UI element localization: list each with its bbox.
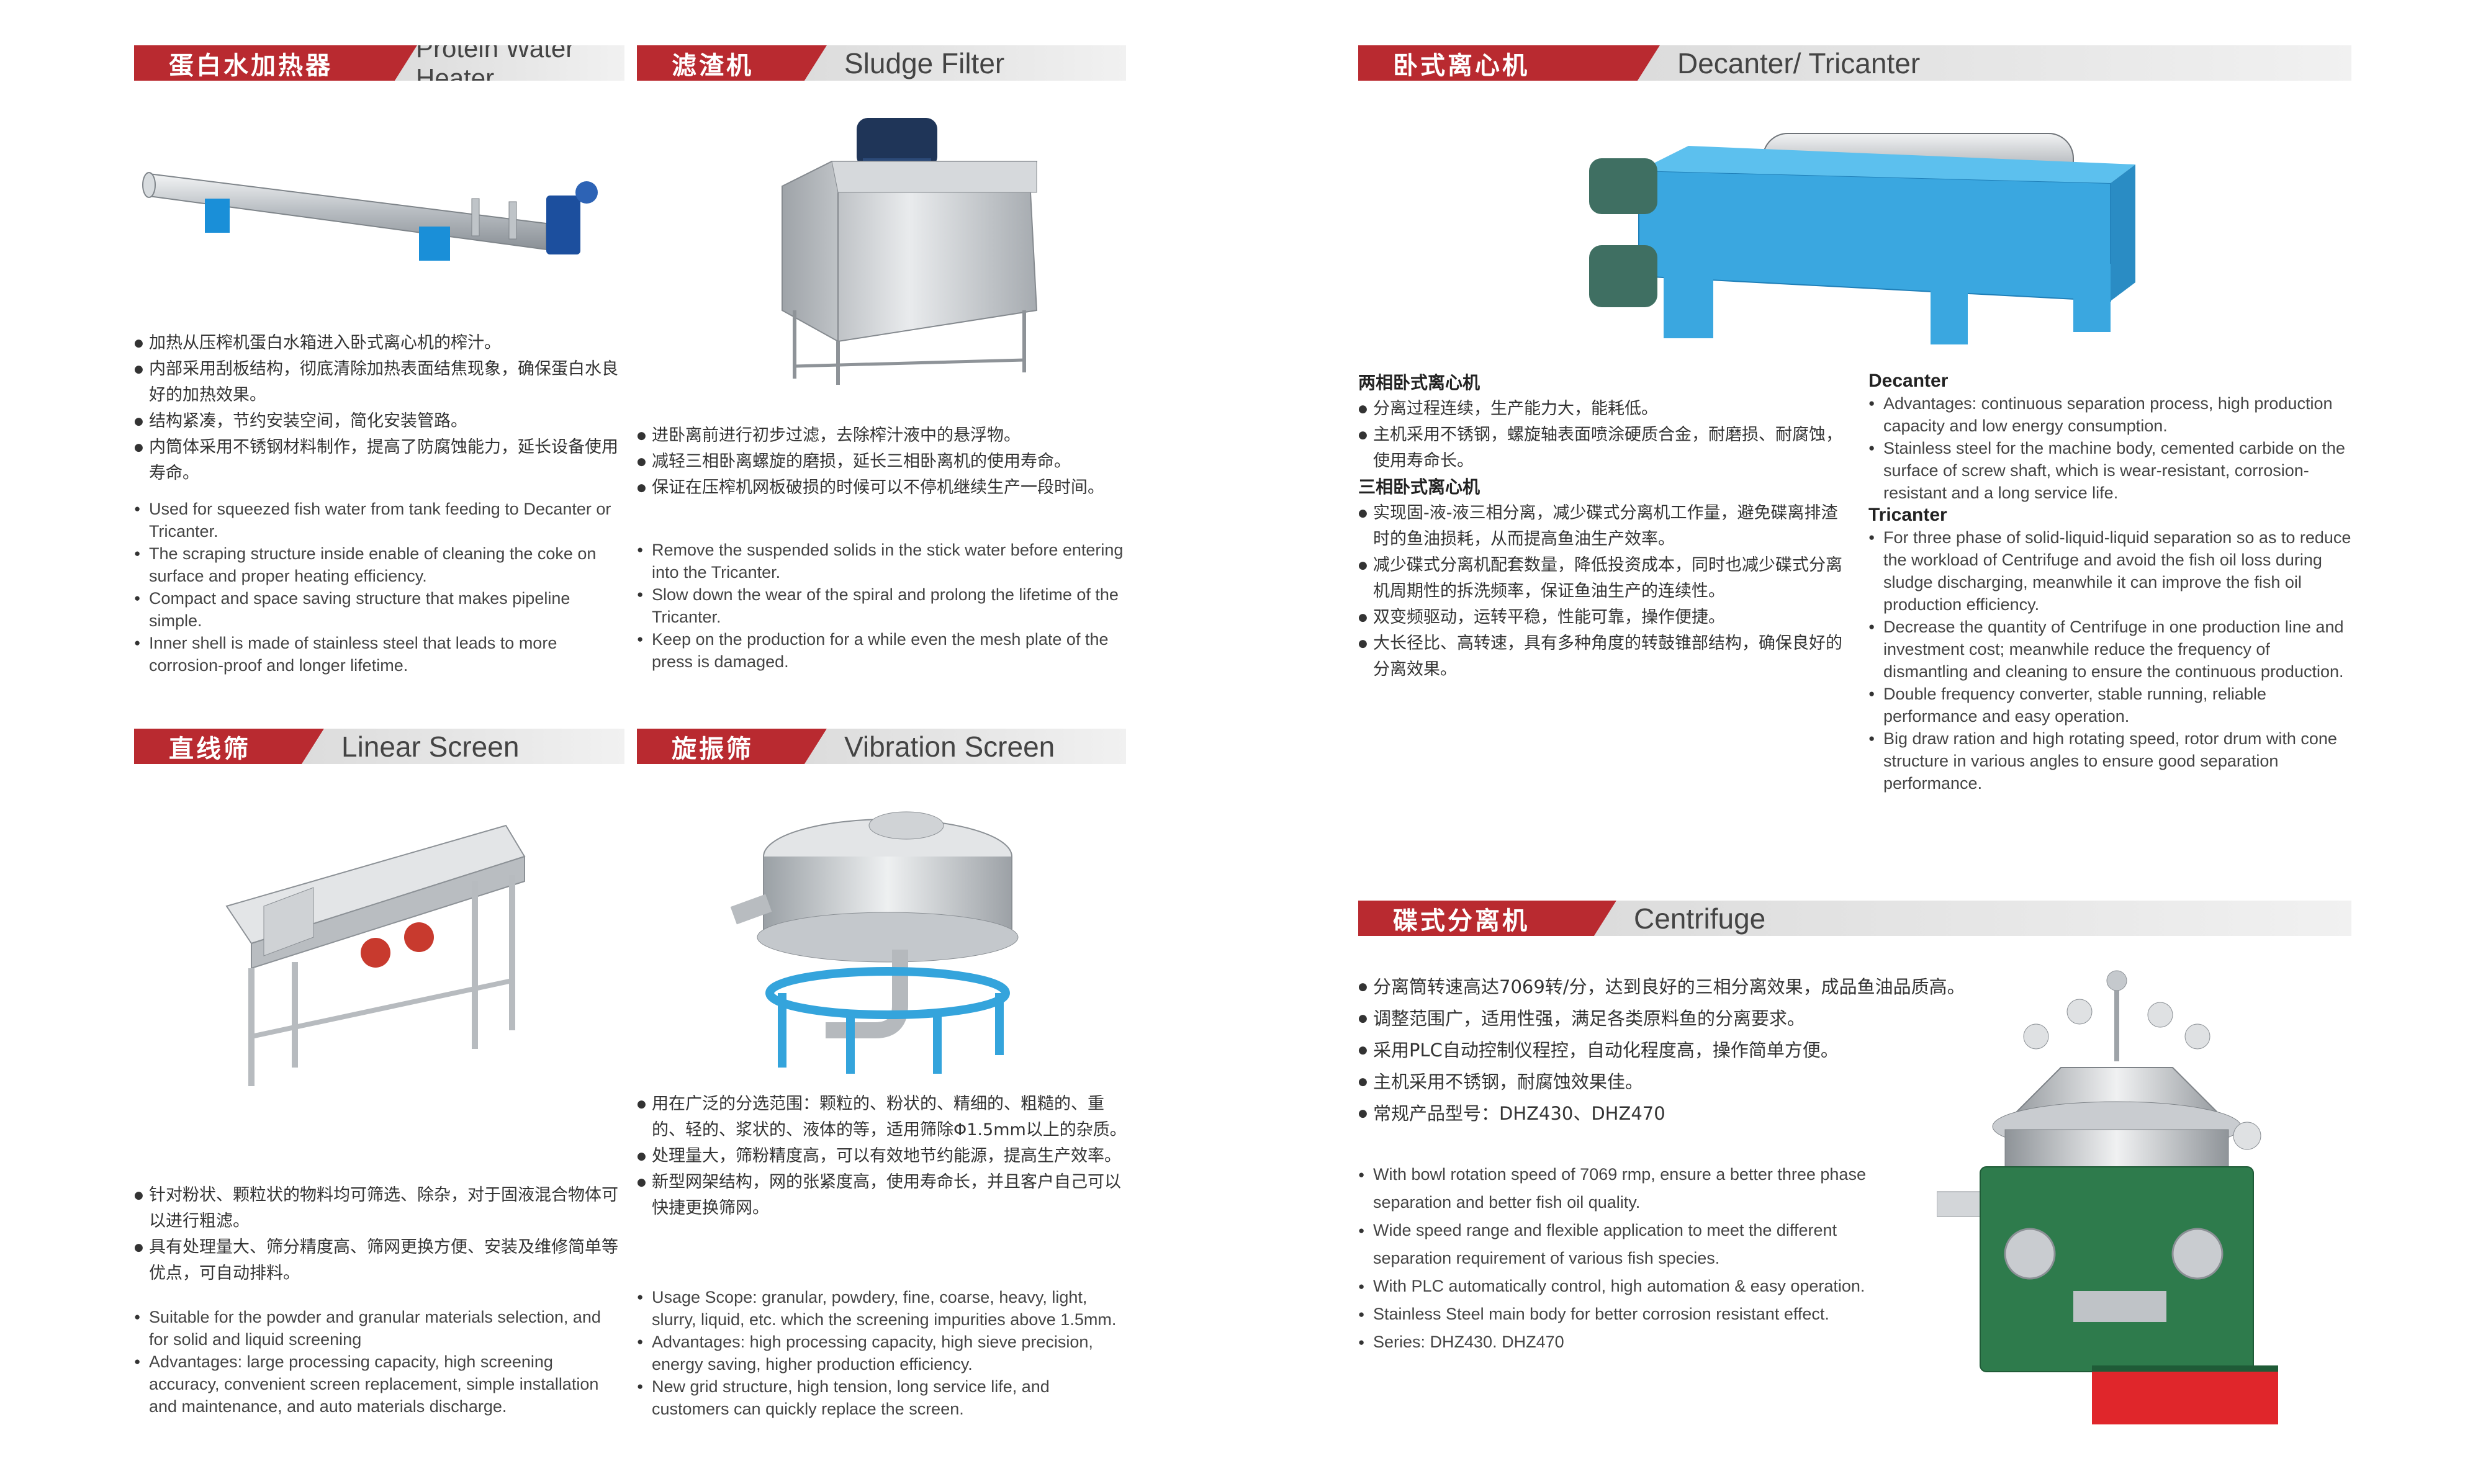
title-cn: 碟式分离机 — [1358, 901, 1616, 936]
vibration-screen-en-text: Usage Scope: granular, powdery, fine, co… — [637, 1286, 1127, 1420]
list-item: 结构紧凑，节约安装空间，简化安装管路。 — [134, 408, 618, 434]
list-item: Used for squeezed fish water from tank f… — [134, 498, 618, 542]
title-en: Protein Water Heater — [395, 45, 624, 81]
header-vibration-screen: 旋振筛 Vibration Screen — [637, 729, 1126, 764]
list-item: 分离过程连续，生产能力大，能耗低。 — [1358, 396, 1842, 422]
list-item: With PLC automatically control, high aut… — [1358, 1272, 1880, 1300]
list-item: For three phase of solid-liquid-liquid s… — [1868, 526, 2356, 616]
decanter-en-text: Decanter Advantages: continuous separati… — [1868, 370, 2356, 794]
list-item: 内筒体采用不锈钢材料制作，提高了防腐蚀能力，延长设备使用寿命。 — [134, 434, 618, 487]
list-item: 针对粉状、颗粒状的物料均可筛选、除杂，对于固液混合物体可以进行粗滤。 — [134, 1182, 618, 1234]
header-centrifuge: 碟式分离机 Centrifuge — [1358, 901, 2351, 936]
water-heater-en-text: Used for squeezed fish water from tank f… — [134, 498, 618, 677]
title-en: Linear Screen — [302, 729, 624, 764]
list-item: Slow down the wear of the spiral and pro… — [637, 583, 1127, 628]
list-item: Remove the suspended solids in the stick… — [637, 539, 1127, 583]
decanter-cn-subtitle-1: 两相卧式离心机 — [1358, 372, 1480, 393]
list-item: 主机采用不锈钢，螺旋轴表面喷涂硬质合金，耐磨损、耐腐蚀，使用寿命长。 — [1358, 422, 1842, 474]
title-cn: 直线筛 — [134, 729, 324, 764]
list-item: 双变频驱动，运转平稳，性能可靠，操作便捷。 — [1358, 605, 1842, 631]
list-item: 用在广泛的分选范围：颗粒的、粉状的、精细的、粗糙的、重的、轻的、浆状的、液体的等… — [637, 1091, 1127, 1143]
title-en: Centrifuge — [1594, 901, 2351, 936]
title-en: Vibration Screen — [804, 729, 1126, 764]
centrifuge-cn-text: 分离筒转速高达7069转/分，达到良好的三相分离效果，成品鱼油品质高。 调整范围… — [1358, 971, 2351, 1130]
centrifuge-image — [1937, 970, 2278, 1424]
list-item: 实现固-液-液三相分离，减少碟式分离机工作量，避免碟离排渣时的鱼油损耗，从而提高… — [1358, 500, 1842, 552]
list-item: 减轻三相卧离螺旋的磨损，延长三相卧离机的使用寿命。 — [637, 449, 1127, 475]
title-cn: 滤渣机 — [637, 45, 827, 81]
sludge-filter-image — [782, 118, 1038, 385]
list-item: Decrease the quantity of Centrifuge in o… — [1868, 616, 2356, 683]
decanter-image — [1589, 133, 2135, 344]
list-item: Stainless steel for the machine body, ce… — [1868, 437, 2356, 504]
decanter-cn-subtitle-2: 三相卧式离心机 — [1358, 477, 1480, 497]
list-item: 分离筒转速高达7069转/分，达到良好的三相分离效果，成品鱼油品质高。 — [1358, 971, 2351, 1003]
list-item: 具有处理量大、筛分精度高、筛网更换方便、安装及维修简单等优点，可自动排料。 — [134, 1234, 618, 1287]
header-water-heater: 蛋白水加热器 Protein Water Heater — [134, 45, 624, 81]
list-item: 调整范围广，适用性强，满足各类原料鱼的分离要求。 — [1358, 1003, 2351, 1035]
title-cn: 旋振筛 — [637, 729, 827, 764]
linear-screen-image — [225, 824, 526, 1086]
sludge-filter-en-text: Remove the suspended solids in the stick… — [637, 539, 1127, 673]
title-cn: 卧式离心机 — [1358, 45, 1660, 81]
list-item: Advantages: large processing capacity, h… — [134, 1351, 624, 1418]
decanter-en-subtitle-1: Decanter — [1868, 371, 1949, 391]
list-item: 新型网架结构，网的张紧度高，使用寿命长，并且客户自己可以快捷更换筛网。 — [637, 1169, 1127, 1221]
list-item: Suitable for the powder and granular mat… — [134, 1306, 624, 1351]
list-item: Keep on the production for a while even … — [637, 628, 1127, 673]
list-item: Double frequency converter, stable runni… — [1868, 683, 2356, 727]
list-item: Advantages: continuous separation proces… — [1868, 392, 2356, 437]
list-item: New grid structure, high tension, long s… — [637, 1375, 1127, 1420]
list-item: Stainless Steel main body for better cor… — [1358, 1300, 1880, 1328]
list-item: 保证在压榨机网板破损的时候可以不停机继续生产一段时间。 — [637, 475, 1127, 501]
list-item: 主机采用不锈钢，耐腐蚀效果佳。 — [1358, 1066, 2351, 1098]
header-decanter: 卧式离心机 Decanter/ Tricanter — [1358, 45, 2351, 81]
vibration-screen-image — [730, 811, 1019, 1074]
list-item: Big draw ration and high rotating speed,… — [1868, 727, 2356, 794]
list-item: 采用PLC自动控制仪程控，自动化程度高，操作简单方便。 — [1358, 1035, 2351, 1066]
list-item: 内部采用刮板结构，彻底清除加热表面结焦现象，确保蛋白水良好的加热效果。 — [134, 356, 618, 408]
vibration-screen-cn-text: 用在广泛的分选范围：颗粒的、粉状的、精细的、粗糙的、重的、轻的、浆状的、液体的等… — [637, 1091, 1127, 1221]
list-item: Advantages: high processing capacity, hi… — [637, 1331, 1127, 1375]
sludge-filter-cn-text: 进卧离前进行初步过滤，去除榨汁液中的悬浮物。 减轻三相卧离螺旋的磨损，延长三相卧… — [637, 423, 1127, 501]
list-item: 进卧离前进行初步过滤，去除榨汁液中的悬浮物。 — [637, 423, 1127, 449]
linear-screen-cn-text: 针对粉状、颗粒状的物料均可筛选、除杂，对于固液混合物体可以进行粗滤。 具有处理量… — [134, 1182, 618, 1287]
list-item: Inner shell is made of stainless steel t… — [134, 632, 618, 677]
list-item: Series: DHZ430. DHZ470 — [1358, 1328, 1880, 1356]
centrifuge-en-text: With bowl rotation speed of 7069 rmp, en… — [1358, 1161, 1880, 1356]
list-item: Usage Scope: granular, powdery, fine, co… — [637, 1286, 1127, 1331]
list-item: 减少碟式分离机配套数量，降低投资成本，同时也减少碟式分离机周期性的拆洗频率，保证… — [1358, 552, 1842, 605]
list-item: 处理量大，筛粉精度高，可以有效地节约能源，提高生产效率。 — [637, 1143, 1127, 1169]
decanter-en-subtitle-2: Tricanter — [1868, 505, 1947, 525]
linear-screen-en-text: Suitable for the powder and granular mat… — [134, 1306, 624, 1418]
water-heater-image — [142, 172, 598, 261]
list-item: Compact and space saving structure that … — [134, 587, 618, 632]
list-item: Wide speed range and flexible applicatio… — [1358, 1216, 1880, 1272]
title-cn: 蛋白水加热器 — [134, 45, 417, 81]
decanter-cn-text: 两相卧式离心机 分离过程连续，生产能力大，能耗低。 主机采用不锈钢，螺旋轴表面喷… — [1358, 370, 1842, 683]
header-sludge-filter: 滤渣机 Sludge Filter — [637, 45, 1126, 81]
list-item: The scraping structure inside enable of … — [134, 542, 618, 587]
list-item: 加热从压榨机蛋白水箱进入卧式离心机的榨汁。 — [134, 330, 618, 356]
title-en: Decanter/ Tricanter — [1638, 45, 2351, 81]
list-item: 常规产品型号：DHZ430、DHZ470 — [1358, 1098, 2351, 1130]
list-item: With bowl rotation speed of 7069 rmp, en… — [1358, 1161, 1880, 1216]
title-en: Sludge Filter — [804, 45, 1126, 81]
header-linear-screen: 直线筛 Linear Screen — [134, 729, 624, 764]
list-item: 大长径比、高转速，具有多种角度的转鼓锥部结构，确保良好的分离效果。 — [1358, 631, 1842, 683]
water-heater-cn-text: 加热从压榨机蛋白水箱进入卧式离心机的榨汁。 内部采用刮板结构，彻底清除加热表面结… — [134, 330, 618, 487]
